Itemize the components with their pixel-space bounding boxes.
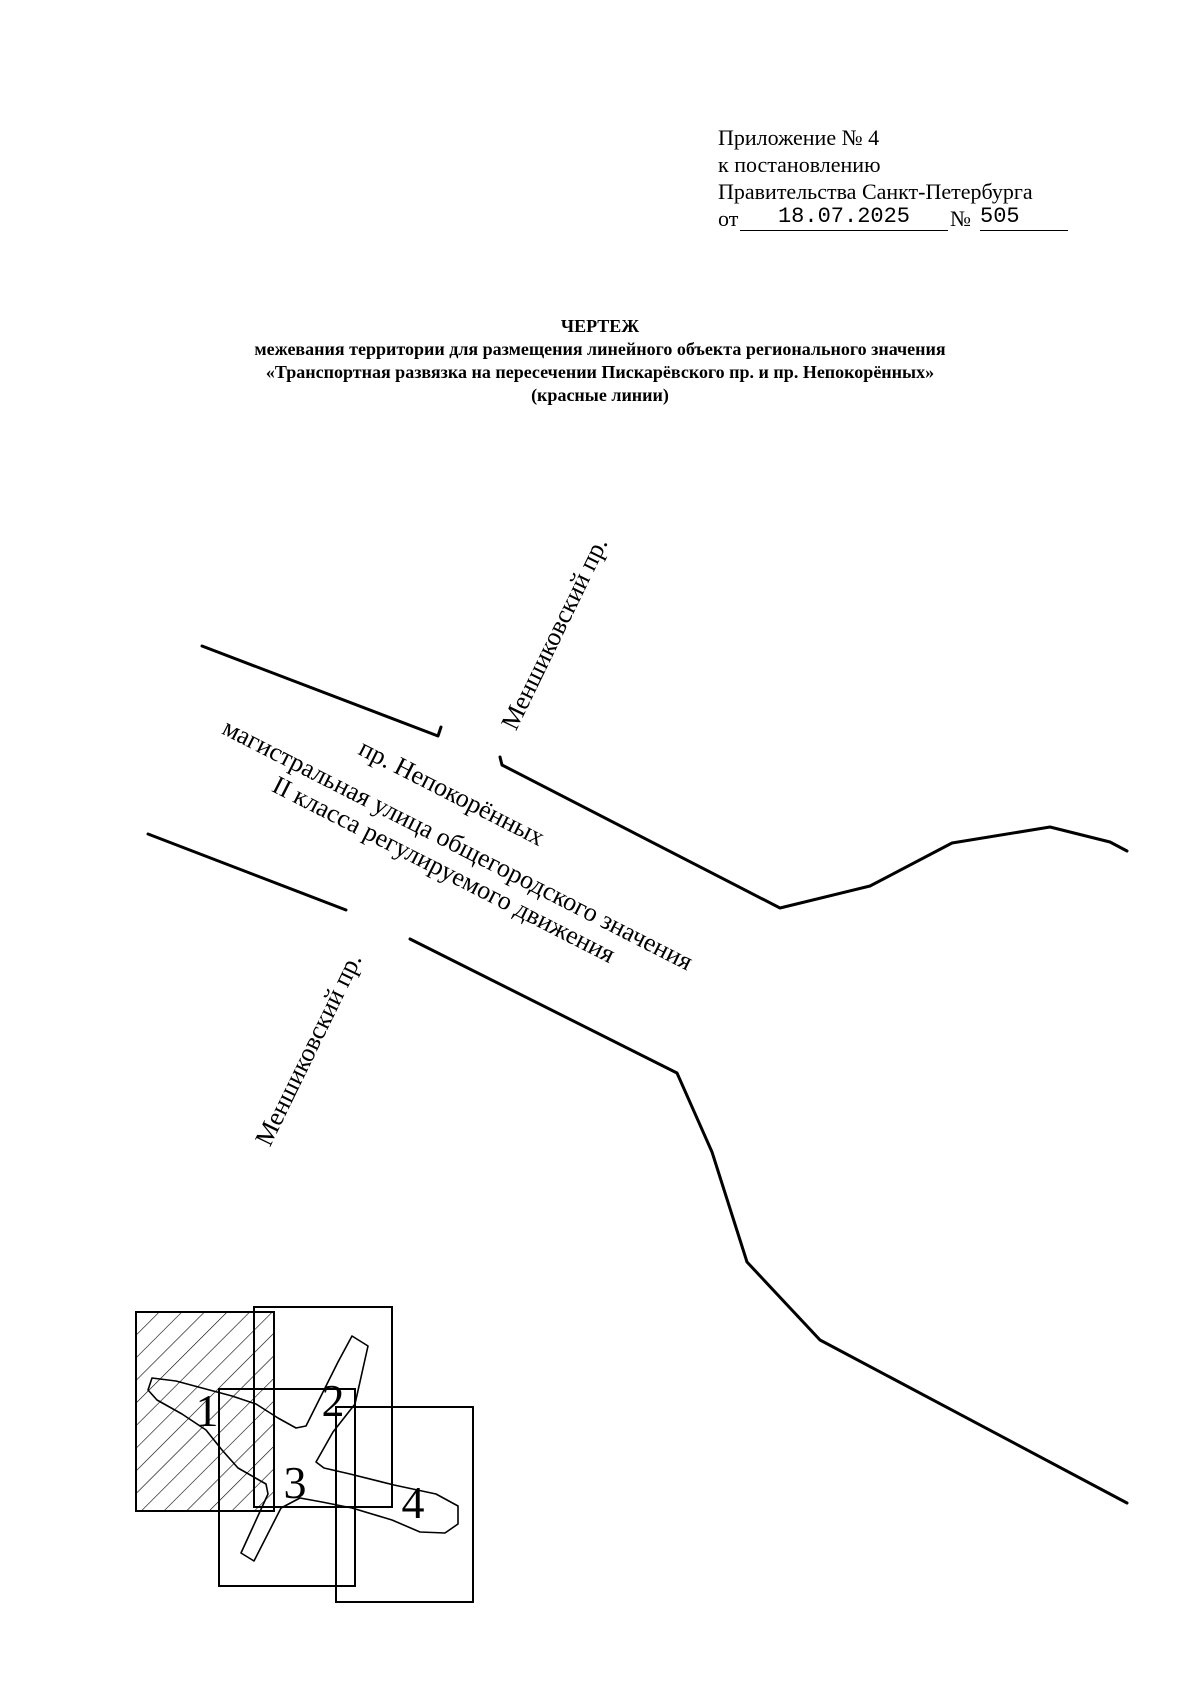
approval-line-appendix: Приложение № 4 — [718, 125, 880, 150]
title-line-3: (красные линии) — [531, 385, 669, 405]
sheet-2-number: 2 — [322, 1375, 345, 1426]
label-menshikovsky-upper: Меншиковский пр. — [495, 532, 613, 734]
document-title: ЧЕРТЕЖ межевания территории для размещен… — [0, 315, 1200, 407]
approval-date: 18.07.2025 — [777, 204, 911, 229]
approval-line-resolution: к постановлению — [718, 152, 881, 177]
title-heading: ЧЕРТЕЖ — [560, 316, 640, 336]
sheet-3-frame — [218, 1388, 356, 1587]
number-prefix: № — [950, 206, 971, 231]
sheet-1-frame — [135, 1311, 275, 1512]
number-underline — [980, 230, 1068, 231]
sheet-4-number: 4 — [402, 1477, 425, 1528]
date-prefix: от — [718, 206, 739, 231]
date-underline — [740, 230, 948, 231]
sheet-3-number: 3 — [284, 1457, 307, 1508]
label-street-class-1: магистральная улица общегородского значе… — [218, 713, 698, 977]
title-line-1: межевания территории для размещения лине… — [254, 339, 946, 359]
red-line-south-east — [408, 937, 1129, 1505]
approval-number: 505 — [980, 204, 1020, 229]
interchange-outline — [147, 1335, 459, 1562]
red-line-south-west — [146, 832, 348, 912]
sheet-1-number: 1 — [196, 1385, 219, 1436]
approval-line-government: Правительства Санкт-Петербурга — [718, 179, 1033, 204]
approval-block: Приложение № 4 к постановлению Правитель… — [718, 124, 1068, 235]
red-line-north-west — [200, 644, 443, 738]
label-menshikovsky-lower: Меншиковский пр. — [249, 948, 367, 1150]
sheet-index-scheme — [135, 1306, 474, 1603]
title-line-2: «Транспортная развязка на пересечении Пи… — [265, 362, 935, 382]
red-line-north-east — [498, 755, 1129, 910]
approval-date-line: от 18.07.2025 № 505 — [718, 204, 1068, 235]
